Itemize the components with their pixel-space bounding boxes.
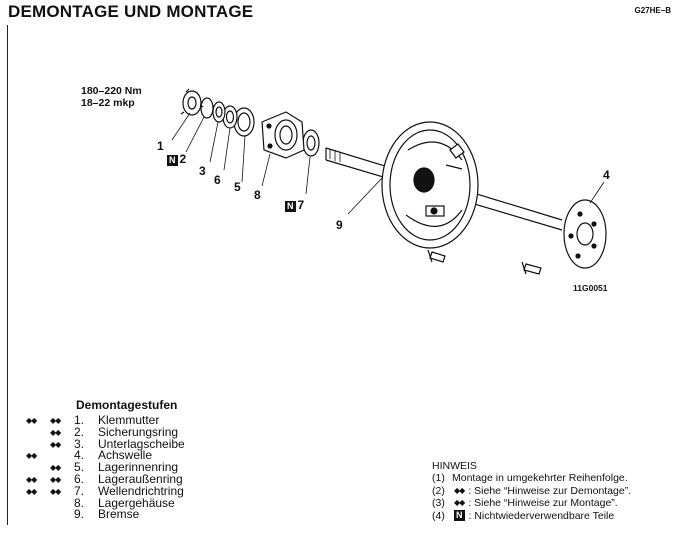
list-item: ◆◆ 2. Sicherungsring [50,424,179,439]
left-margin-line [7,25,8,525]
n-mark-icon: N [285,201,296,212]
bolt-flange [523,263,542,275]
part-label-5: 5 [234,180,241,194]
assembly-note-icon: ◆◆ [50,486,61,496]
notes-title: HINWEIS [432,460,477,472]
disassembly-note-icon: ◆◆ [26,451,37,461]
part-label-1: 1 [157,139,164,153]
figure-reference: 11G0051 [573,283,608,293]
bearing-housing [261,111,305,159]
disassembly-note-icon: ◆◆ [26,416,37,425]
notes-block: HINWEIS (1) Montage in umgekehrter Reihe… [432,460,631,522]
list-item: ◆◆ 3. Unterlagscheibe [50,436,185,451]
assembly-note-icon: ◆◆ [454,498,465,508]
disassembly-note-icon: ◆◆ [26,486,37,496]
note-item: (1) Montage in umgekehrter Reihenfolge. [432,472,628,485]
part-label-3: 3 [199,164,206,178]
list-item: ◆◆◆◆ 1. Klemmutter [26,413,160,427]
note-item: (4) N : Nichtwiederverwendbare Teile [432,509,615,522]
exploded-view-diagram [171,88,607,275]
circlip [200,97,214,119]
assembly-note-icon: ◆◆ [50,474,61,484]
assembly-note-icon: ◆◆ [50,439,61,449]
n-mark-icon: N [167,155,178,166]
document-code: G27HE–B [634,6,671,15]
n-mark-icon: N [454,510,465,522]
disassembly-note-icon: ◆◆ [26,474,37,484]
part-label-8: 8 [254,188,261,202]
page-title: DEMONTAGE UND MONTAGE [8,2,254,21]
part-label-9: 9 [336,218,343,232]
torque-spec: 180–220 Nm 18–22 mkp [81,85,142,109]
outer-bearing-race [233,107,255,137]
list-item: ◆◆◆◆ 6. Lageraußenring [26,471,183,486]
part-label-6: 6 [214,173,221,187]
list-item: ◆◆ 4. Achswelle [26,448,153,463]
oil-seal [302,129,320,157]
list-item: ◆◆ 5. Lagerinnenring [50,460,179,475]
torque-mkp: 18–22 mkp [81,97,135,109]
lock-nut [182,90,202,116]
steps-title: Demontagestufen [76,398,178,412]
axle-flange [563,199,607,269]
assembly-note-icon: ◆◆ [50,427,61,437]
washer [212,101,226,123]
note-item: (3) ◆◆ : Siehe “Hinweise zur Montage”. [432,497,618,510]
steps-list: ◆◆◆◆ 1. Klemmutter ◆◆ 2. Sicherungsring … [26,413,185,522]
list-item: 9. Bremse [74,507,140,522]
torque-nm: 180–220 Nm [81,85,142,97]
note-item: (2) ◆◆ : Siehe “Hinweise zur Demontage”. [432,484,632,497]
list-item: 8. Lagergehäuse [74,495,175,510]
assembly-note-icon: ◆◆ [50,416,61,425]
part-label-4: 4 [603,168,610,182]
bolt-lower [429,251,446,263]
assembly-note-icon: ◆◆ [50,463,61,473]
disassembly-note-icon: ◆◆ [454,485,465,495]
list-item: ◆◆◆◆ 7. Wellendrichtring [26,483,184,498]
